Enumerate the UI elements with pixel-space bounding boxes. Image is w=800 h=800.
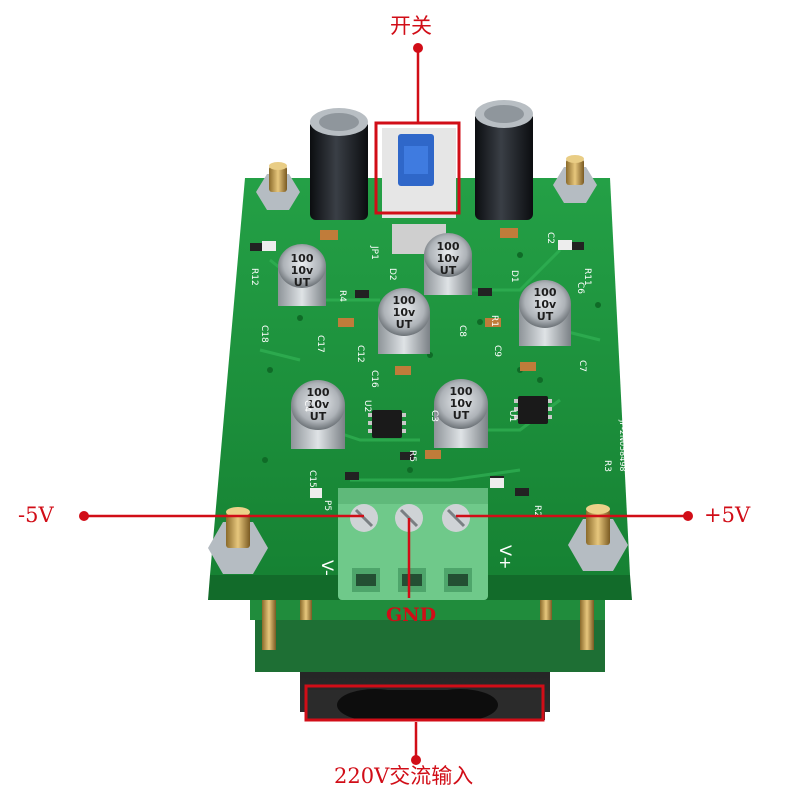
smd-components bbox=[250, 228, 584, 498]
silk-c16: C16 bbox=[369, 370, 379, 388]
cap-brand: UT bbox=[396, 318, 413, 331]
silk-r1: R1 bbox=[489, 315, 499, 327]
power-switch bbox=[382, 128, 456, 254]
cap-brand: UT bbox=[294, 276, 311, 289]
annotation-dots bbox=[79, 43, 693, 765]
silk-u1: U1 bbox=[507, 410, 517, 422]
small-capacitors bbox=[278, 233, 571, 449]
cap-voltage: 10v bbox=[291, 264, 314, 277]
cap-voltage: 10v bbox=[307, 398, 330, 411]
ic-chips bbox=[368, 396, 552, 438]
silk-c7: C7 bbox=[577, 360, 587, 372]
silk-d2: D2 bbox=[387, 268, 397, 281]
transformer-housing bbox=[250, 600, 605, 721]
silk-r12: R12 bbox=[249, 268, 259, 286]
silk-c3: C3 bbox=[429, 410, 439, 422]
annotations bbox=[84, 48, 688, 760]
silk-v-plus: V+ bbox=[496, 545, 515, 569]
silk-j5: J5 bbox=[629, 571, 639, 580]
cap-brand: UT bbox=[453, 409, 470, 422]
gnd-label: GND bbox=[386, 604, 437, 626]
silk-board-id: JP-2N058498 bbox=[618, 419, 627, 472]
silk-c9: C9 bbox=[492, 345, 502, 357]
cap-brand: UT bbox=[310, 410, 327, 423]
cap-voltage: 10v bbox=[450, 397, 473, 410]
capacitor-markings: 100 10v UT 100 10v UT 100 10v UT 100 10v… bbox=[291, 240, 558, 423]
cap-voltage: 10v bbox=[393, 306, 416, 319]
cap-value: 100 bbox=[393, 294, 416, 307]
silk-c17: C17 bbox=[315, 335, 325, 353]
silk-c6: C6 bbox=[575, 282, 585, 294]
cap-value: 100 bbox=[307, 386, 330, 399]
cap-value: 100 bbox=[437, 240, 460, 253]
silk-c15: C15 bbox=[307, 470, 317, 488]
silk-c12: C12 bbox=[355, 345, 365, 363]
silk-r4: R4 bbox=[337, 290, 347, 302]
positive-5v-label: +5V bbox=[704, 503, 751, 527]
cap-value: 100 bbox=[291, 252, 314, 265]
silk-r3: R3 bbox=[602, 460, 612, 472]
silk-jp1: JP1 bbox=[369, 245, 379, 260]
cap-value: 100 bbox=[450, 385, 473, 398]
cap-brand: UT bbox=[537, 310, 554, 323]
silk-r2: R2 bbox=[532, 505, 542, 517]
cap-voltage: 10v bbox=[534, 298, 557, 311]
silk-d1: D1 bbox=[509, 270, 519, 283]
terminal-block bbox=[338, 488, 488, 600]
silk-u2: U2 bbox=[362, 400, 372, 412]
silk-c8: C8 bbox=[457, 325, 467, 337]
silk-r5: R5 bbox=[407, 450, 417, 462]
silkscreen-labels: R12 R11 C18 C17 C16 C15 C12 C4 C3 C9 C8 … bbox=[195, 232, 639, 586]
cap-value: 100 bbox=[534, 286, 557, 299]
mounting-screws bbox=[208, 155, 628, 574]
silk-v-minus: V- bbox=[318, 560, 337, 576]
ac-input-label: 220V交流输入 bbox=[334, 764, 474, 788]
cap-brand: UT bbox=[440, 264, 457, 277]
switch-label: 开关 bbox=[390, 14, 432, 38]
silk-j2: J2 bbox=[195, 577, 205, 586]
silk-p5: P5 bbox=[322, 500, 332, 511]
cap-voltage: 10v bbox=[437, 252, 460, 265]
large-capacitors bbox=[310, 100, 533, 220]
silk-c18: C18 bbox=[259, 325, 269, 343]
negative-5v-label: -5V bbox=[18, 503, 54, 527]
silk-c2: C2 bbox=[545, 232, 555, 244]
silk-c4: C4 bbox=[302, 400, 312, 412]
silk-r11: R11 bbox=[582, 268, 592, 286]
